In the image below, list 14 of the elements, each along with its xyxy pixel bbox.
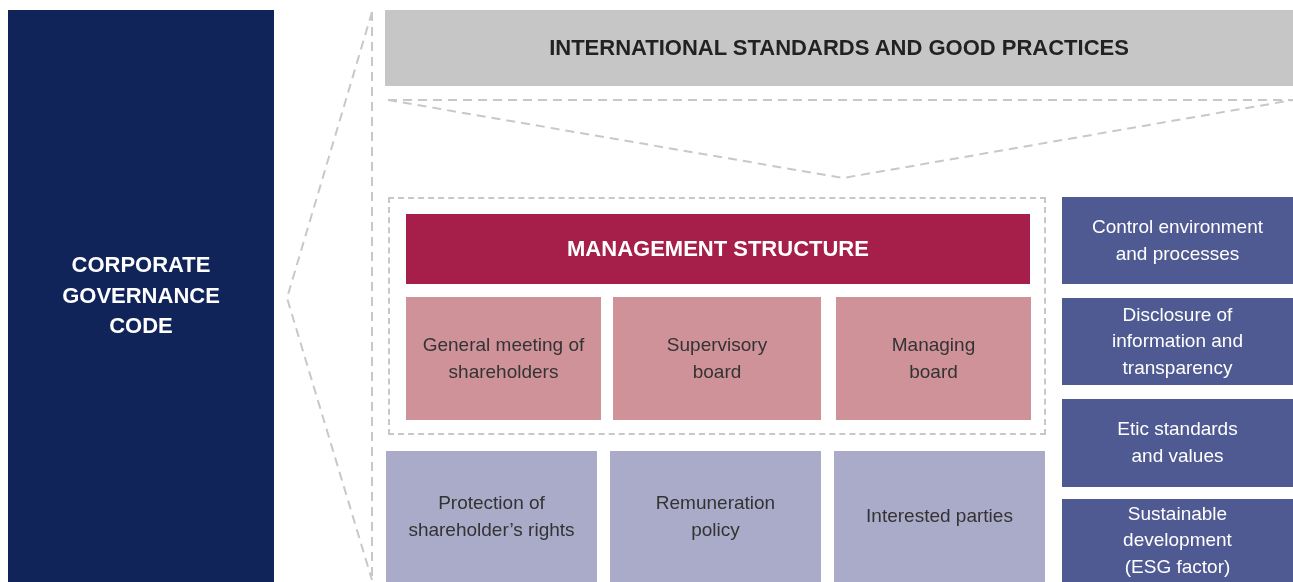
side-box: Disclosure of information and transparency: [1062, 298, 1293, 385]
process-box: General meeting of shareholders: [406, 297, 601, 420]
process-box: Interested parties: [834, 451, 1045, 582]
title-panel: CORPORATE GOVERNANCE CODE: [8, 10, 274, 582]
side-box: Sustainable development (ESG factor): [1062, 499, 1293, 582]
dashed-container: [388, 197, 1046, 435]
section-header: MANAGEMENT STRUCTURE: [406, 214, 1030, 284]
process-box: Remuneration policy: [610, 451, 821, 582]
process-box: Protection of shareholder’s rights: [386, 451, 597, 582]
process-box: Managing board: [836, 297, 1031, 420]
process-box: Supervisory board: [613, 297, 821, 420]
header-banner: INTERNATIONAL STANDARDS AND GOOD PRACTICES: [385, 10, 1293, 86]
side-box: Etic standards and values: [1062, 399, 1293, 487]
side-box: Control environment and processes: [1062, 197, 1293, 284]
